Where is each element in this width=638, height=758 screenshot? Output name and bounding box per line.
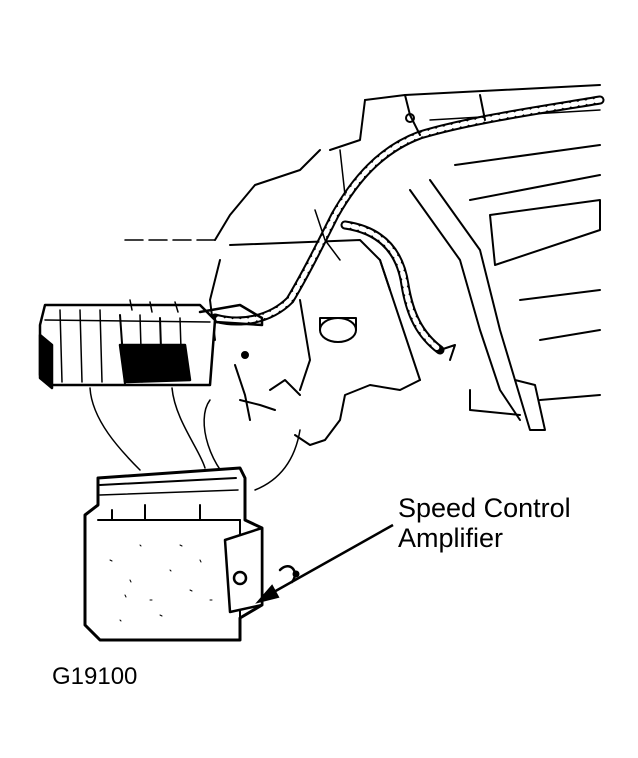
dash-panel-structure	[119, 84, 601, 446]
amplifier-texture	[109, 544, 213, 622]
wiring-connector-block	[38, 299, 264, 390]
speed-control-amplifier	[83, 466, 300, 642]
callout-label-line1: Speed Control	[398, 493, 571, 523]
callout-leader-arrow	[255, 523, 394, 604]
figure-id: G19100	[52, 663, 138, 690]
callout-label-line2: Amplifier	[398, 523, 504, 553]
wiring-harness	[210, 94, 605, 361]
